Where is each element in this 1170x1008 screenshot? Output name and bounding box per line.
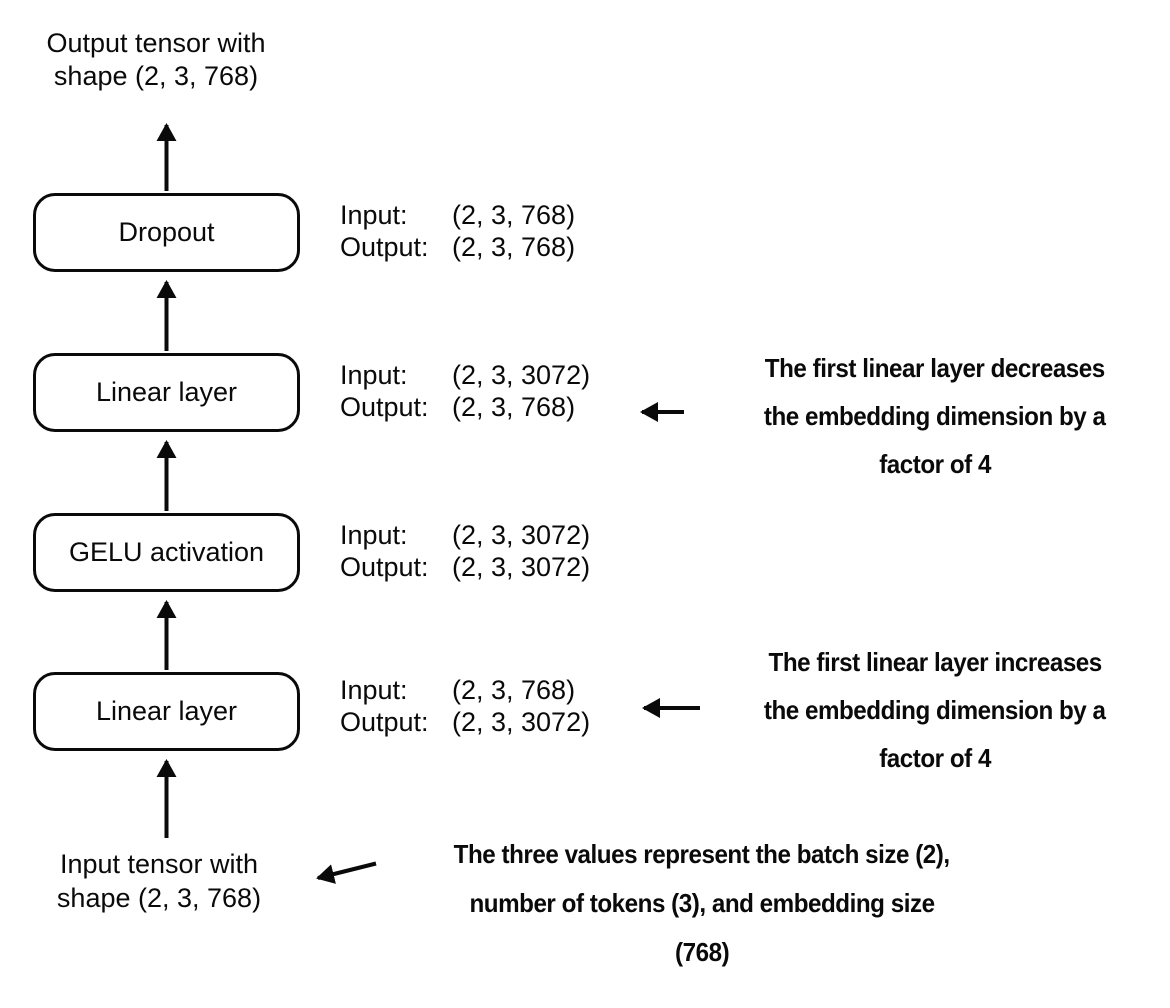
output-label: Output:	[340, 392, 429, 422]
layer-box-dropout-label: Dropout	[118, 217, 215, 247]
layer-box-linear-first: Linear layer	[33, 672, 300, 751]
io-input-line: Input: (2, 3, 768)	[340, 674, 590, 706]
annotation-increase-line3: factor of 4	[879, 743, 991, 773]
io-shapes-linear-first: Input: (2, 3, 768) Output: (2, 3, 3072)	[340, 674, 590, 738]
output-shape: (2, 3, 768)	[452, 232, 576, 262]
input-shape: (2, 3, 768)	[452, 675, 576, 705]
annotation-decrease-line2: the embedding dimension by a	[764, 401, 1106, 431]
output-shape: (2, 3, 3072)	[452, 552, 591, 582]
annotation-decrease-line3: factor of 4	[879, 449, 991, 479]
output-shape: (2, 3, 768)	[452, 392, 576, 422]
input-label: Input:	[340, 520, 408, 550]
io-shapes-gelu: Input: (2, 3, 3072) Output: (2, 3, 3072)	[340, 519, 590, 583]
input-tensor-label-line2: shape (2, 3, 768)	[56, 883, 262, 913]
io-output-line: Output: (2, 3, 768)	[340, 231, 575, 263]
annotation-batch-size-line2: number of tokens (3), and embedding size	[469, 888, 935, 918]
output-shape: (2, 3, 3072)	[452, 707, 591, 737]
input-tensor-label: Input tensor with shape (2, 3, 768)	[34, 847, 284, 915]
io-input-line: Input: (2, 3, 3072)	[340, 359, 590, 391]
io-input-line: Input: (2, 3, 3072)	[340, 519, 590, 551]
output-label: Output:	[340, 232, 429, 262]
io-shapes-dropout: Input: (2, 3, 768) Output: (2, 3, 768)	[340, 199, 575, 263]
input-shape: (2, 3, 768)	[452, 200, 576, 230]
annotation-increase-line2: the embedding dimension by a	[764, 695, 1106, 725]
input-label: Input:	[340, 360, 408, 390]
annotation-decrease-line1: The first linear layer decreases	[765, 353, 1105, 383]
layer-box-dropout: Dropout	[33, 193, 300, 272]
input-tensor-label-line1: Input tensor with	[59, 849, 259, 879]
io-output-line: Output: (2, 3, 3072)	[340, 706, 590, 738]
annotation-increase: The first linear layer increases the emb…	[725, 638, 1145, 782]
output-tensor-label: Output tensor with shape (2, 3, 768)	[31, 27, 281, 93]
layer-box-gelu: GELU activation	[33, 513, 300, 592]
output-tensor-label-line1: Output tensor with	[46, 28, 266, 58]
arrow-annotation-batch	[316, 861, 377, 884]
annotation-batch-size: The three values represent the batch siz…	[402, 830, 1002, 977]
layer-box-linear-first-label: Linear layer	[95, 696, 238, 726]
layer-box-gelu-label: GELU activation	[68, 537, 265, 567]
io-output-line: Output: (2, 3, 768)	[340, 391, 590, 423]
layer-box-linear-second: Linear layer	[33, 353, 300, 432]
input-label: Input:	[340, 200, 408, 230]
annotation-batch-size-line3: (768)	[674, 937, 730, 967]
layer-box-linear-second-label: Linear layer	[95, 377, 238, 407]
annotation-batch-size-line1: The three values represent the batch siz…	[454, 839, 950, 869]
output-label: Output:	[340, 707, 429, 737]
output-label: Output:	[340, 552, 429, 582]
io-output-line: Output: (2, 3, 3072)	[340, 551, 590, 583]
annotation-increase-line1: The first linear layer increases	[768, 647, 1102, 677]
input-shape: (2, 3, 3072)	[452, 520, 591, 550]
input-label: Input:	[340, 675, 408, 705]
output-tensor-label-line2: shape (2, 3, 768)	[53, 61, 259, 91]
io-shapes-linear-second: Input: (2, 3, 3072) Output: (2, 3, 768)	[340, 359, 590, 423]
input-shape: (2, 3, 3072)	[452, 360, 591, 390]
annotation-decrease: The first linear layer decreases the emb…	[725, 344, 1145, 488]
io-input-line: Input: (2, 3, 768)	[340, 199, 575, 231]
